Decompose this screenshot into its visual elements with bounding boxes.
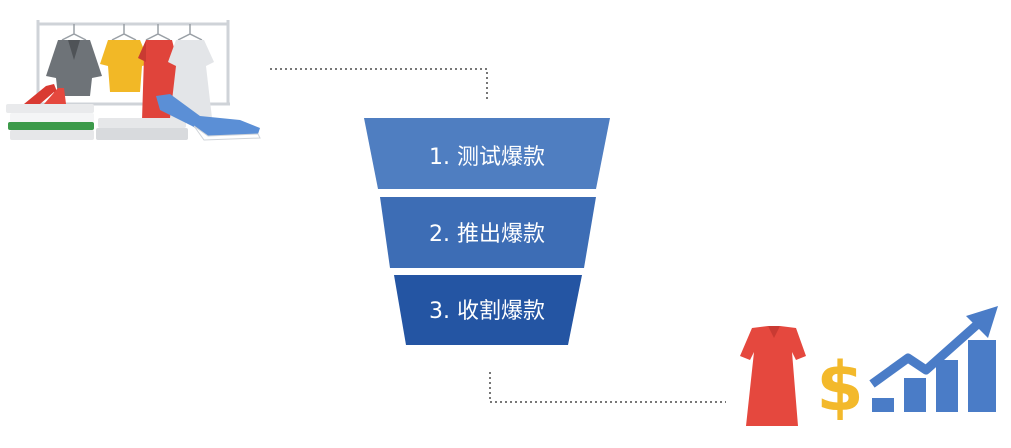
funnel-stage-2-label: 2. 推出爆款 [429, 222, 545, 247]
funnel-stage-1-label: 1. 测试爆款 [429, 145, 545, 170]
growth-chart-icon [869, 306, 998, 412]
funnel-stage-1 [364, 118, 610, 189]
dollar-sign-icon: $ [816, 348, 863, 427]
svg-text:$: $ [816, 348, 863, 427]
connector-bottom [489, 372, 726, 403]
connector-top [270, 68, 488, 100]
funnel-stage-3 [394, 275, 582, 345]
funnel-stage-3-label: 3. 收割爆款 [429, 299, 545, 324]
red-dress-icon [740, 326, 806, 426]
funnel-stage-2 [380, 197, 596, 268]
clothing-rack-icon [6, 20, 261, 141]
funnel: 1. 测试爆款 2. 推出爆款 3. 收割爆款 [364, 118, 610, 345]
